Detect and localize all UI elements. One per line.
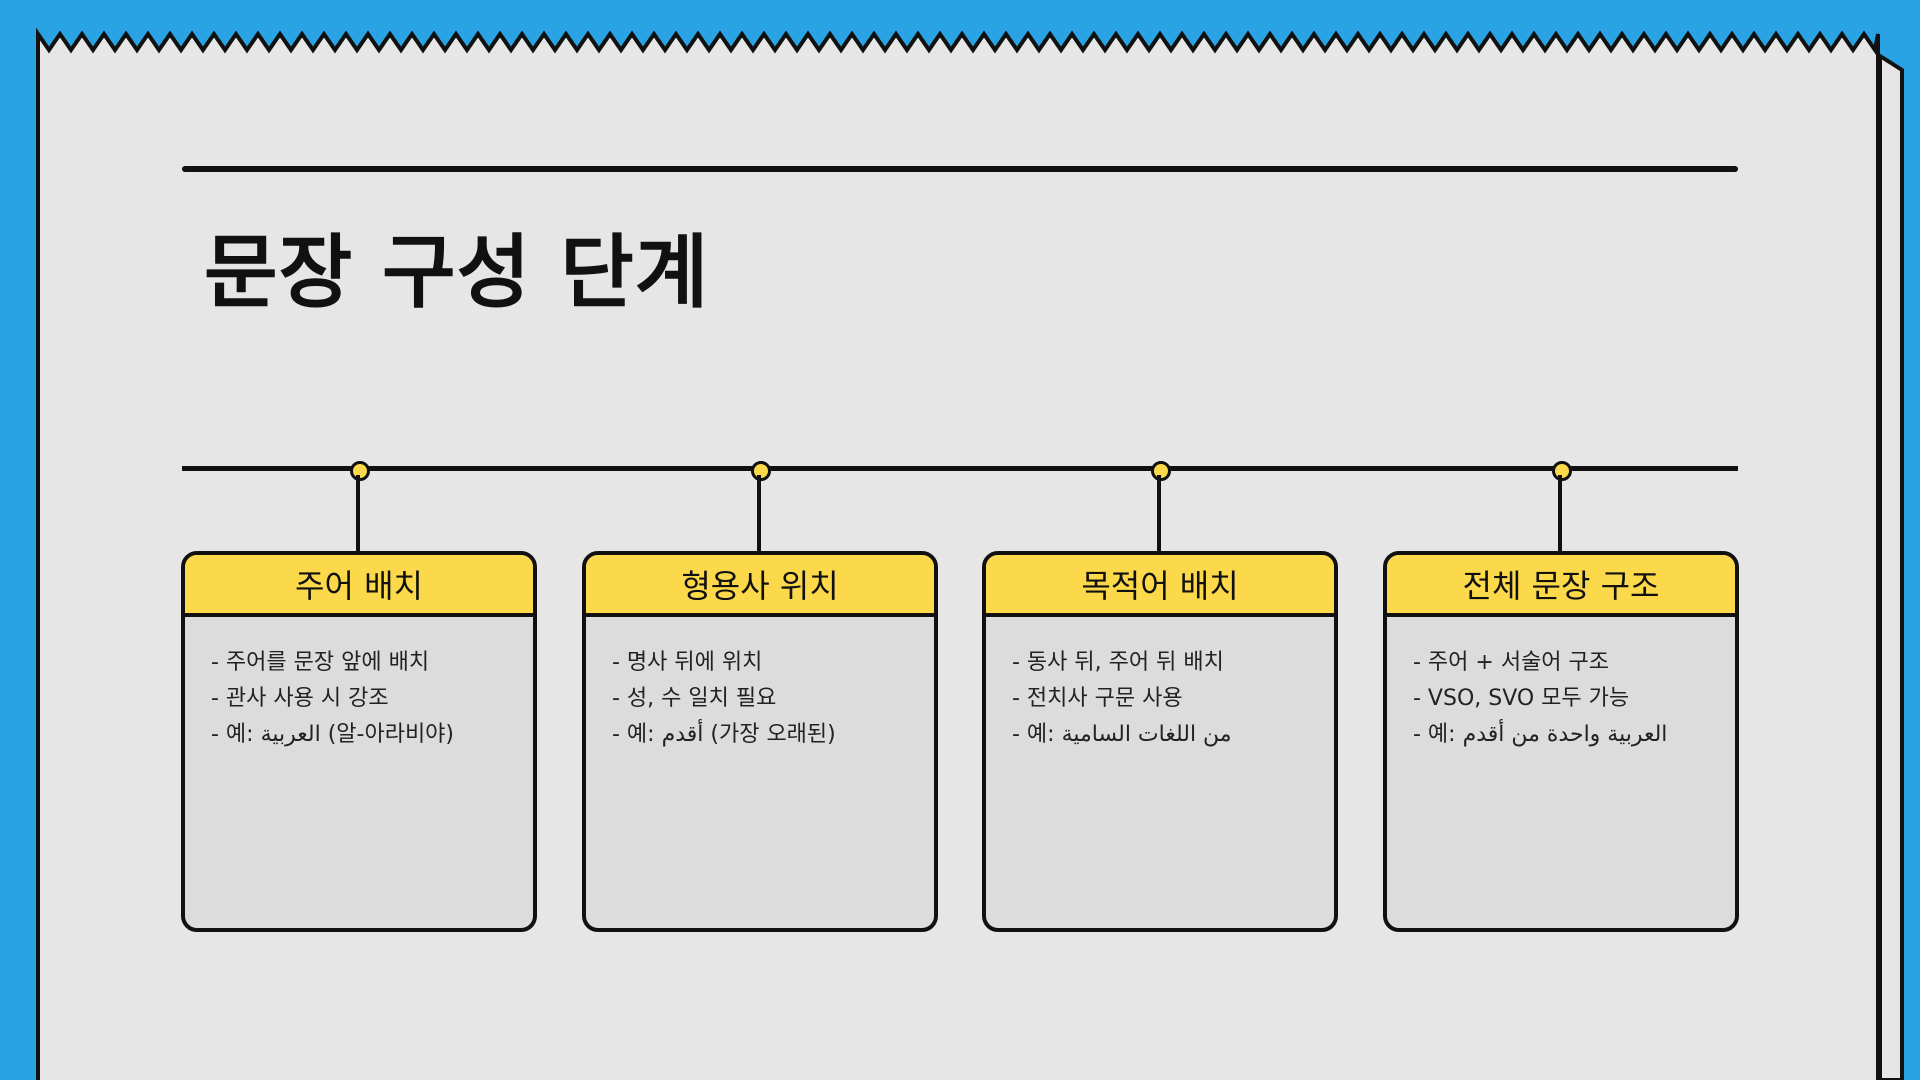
step-card-object: 목적어 배치 - 동사 뒤, 주어 뒤 배치 - 전치사 구문 사용 - 예: … [982,551,1338,932]
step-card-item: - 예: العربية (알-아라비야) [211,722,455,747]
timeline-connector-2 [757,475,761,555]
timeline-node-1 [350,461,370,481]
timeline-node-2 [751,461,771,481]
timeline-node-4 [1552,461,1572,481]
step-card-item: - 전치사 구문 사용 [1012,686,1183,711]
step-card-item: - 예: أقدم (가장 오래된) [612,722,836,747]
step-card-item: - 성, 수 일치 필요 [612,686,777,711]
step-card-title: 주어 배치 [185,555,533,617]
timeline-connector-4 [1558,475,1562,555]
timeline-connector-3 [1157,475,1161,555]
step-card-item: - 명사 뒤에 위치 [612,650,763,675]
title-rule [182,166,1738,172]
timeline-connector-1 [356,475,360,555]
step-card-title: 목적어 배치 [986,555,1334,617]
step-card-item: - VSO, SVO 모두 가능 [1413,686,1630,711]
step-card-item: - 주어를 문장 앞에 배치 [211,650,430,675]
step-card-title: 전체 문장 구조 [1387,555,1735,617]
step-card-item: - 주어 + 서술어 구조 [1413,650,1610,675]
step-card-sentence-structure: 전체 문장 구조 - 주어 + 서술어 구조 - VSO, SVO 모두 가능 … [1383,551,1739,932]
slide-title: 문장 구성 단계 [204,226,710,319]
step-card-subject: 주어 배치 - 주어를 문장 앞에 배치 - 관사 사용 시 강조 - 예: ا… [181,551,537,932]
step-card-item: - 관사 사용 시 강조 [211,686,389,711]
step-card-item: - 예: العربية واحدة من أقدم [1413,722,1668,747]
step-card-adjective: 형용사 위치 - 명사 뒤에 위치 - 성, 수 일치 필요 - 예: أقدم… [582,551,938,932]
timeline-node-3 [1151,461,1171,481]
step-card-body: - 명사 뒤에 위치 - 성, 수 일치 필요 - 예: أقدم (가장 오래… [586,617,934,781]
timeline-line [182,466,1738,471]
step-card-item: - 예: من اللغات السامية [1012,722,1232,747]
step-card-body: - 주어 + 서술어 구조 - VSO, SVO 모두 가능 - 예: العر… [1387,617,1735,781]
step-card-item: - 동사 뒤, 주어 뒤 배치 [1012,650,1224,675]
step-card-body: - 주어를 문장 앞에 배치 - 관사 사용 시 강조 - 예: العربية… [185,617,533,781]
step-card-body: - 동사 뒤, 주어 뒤 배치 - 전치사 구문 사용 - 예: من اللغ… [986,617,1334,781]
step-card-title: 형용사 위치 [586,555,934,617]
